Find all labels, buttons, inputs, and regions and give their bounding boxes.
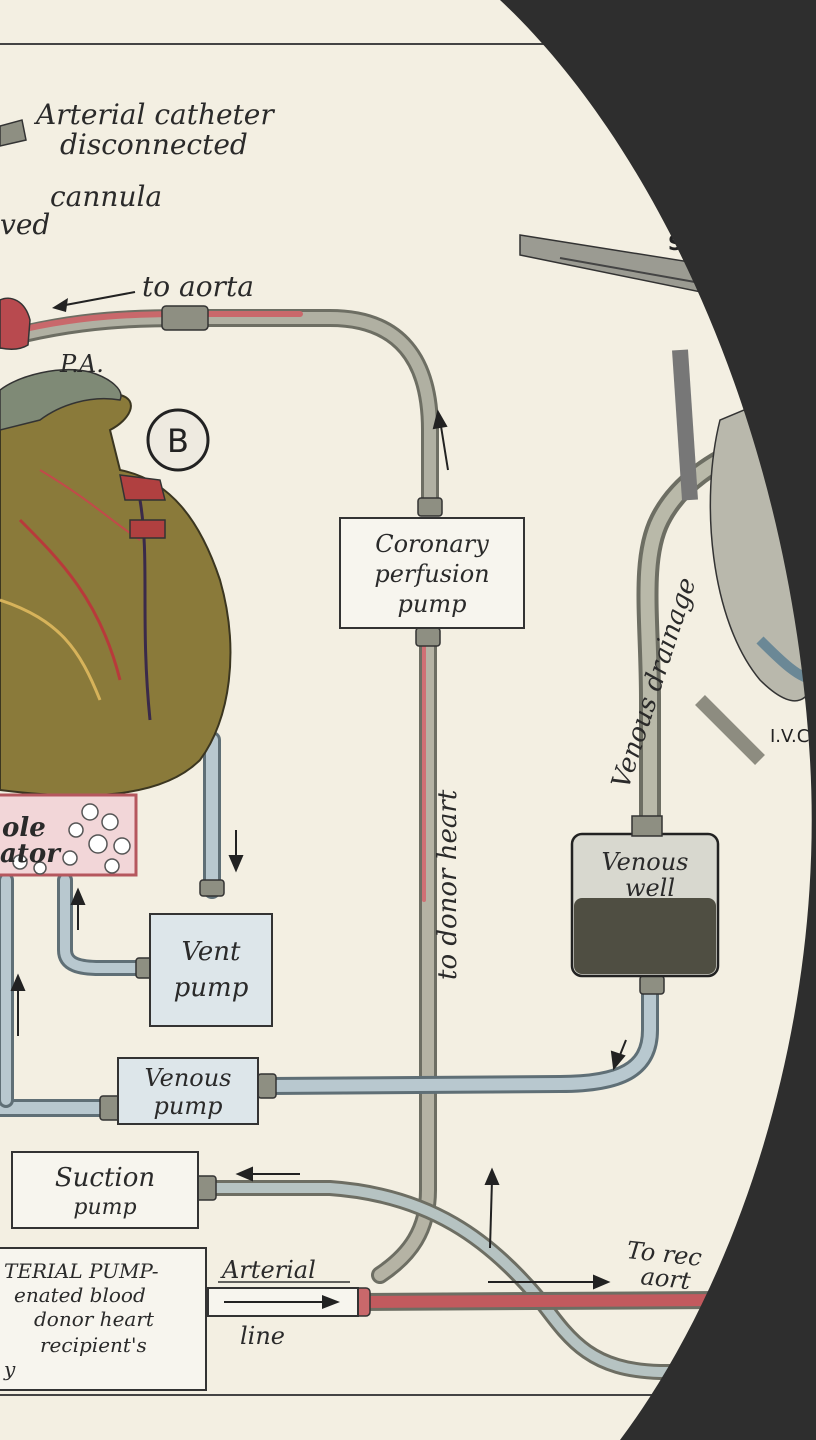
svg-text:pump: pump bbox=[154, 1092, 223, 1120]
svg-text:recipient's: recipient's bbox=[40, 1333, 147, 1357]
svg-text:pump: pump bbox=[174, 973, 249, 1003]
svg-text:Suction: Suction bbox=[55, 1163, 155, 1193]
ivc-label: I.V.C bbox=[770, 726, 809, 747]
oxygenator: ole ator bbox=[0, 795, 136, 875]
svg-text:y: y bbox=[3, 1357, 16, 1381]
cannula-label: cannula ved bbox=[0, 180, 162, 241]
arterial-pump-note: TERIAL PUMP- enated blood donor heart re… bbox=[0, 1248, 206, 1390]
arterial-line-label: Arterial line bbox=[208, 1256, 358, 1350]
svg-text:Venous: Venous bbox=[601, 848, 688, 876]
svg-text:ved: ved bbox=[0, 208, 50, 241]
svg-text:B: B bbox=[167, 422, 189, 460]
svg-text:TERIAL PUMP-: TERIAL PUMP- bbox=[4, 1259, 159, 1283]
coronary-perfusion-pump-box: Coronary perfusion pump bbox=[340, 518, 524, 628]
svg-text:Arterial: Arterial bbox=[220, 1256, 316, 1284]
svg-text:Vent: Vent bbox=[182, 937, 242, 967]
svg-text:perfusion: perfusion bbox=[374, 560, 489, 588]
donor-heart-illustration bbox=[0, 298, 230, 795]
figure-marker-b: B bbox=[148, 410, 208, 470]
svg-text:donor heart: donor heart bbox=[34, 1307, 155, 1331]
svg-text:pump: pump bbox=[73, 1195, 136, 1220]
svg-text:Arterial catheter: Arterial catheter bbox=[33, 98, 275, 131]
svg-text:aort: aort bbox=[639, 1262, 692, 1295]
suction-pump-box: Suction pump bbox=[12, 1152, 198, 1228]
pa-label: P.A. bbox=[59, 350, 104, 378]
venous-pump-box: Venous pump bbox=[118, 1058, 258, 1124]
to-donor-heart-label: to donor heart bbox=[433, 789, 463, 980]
svg-text:to aorta: to aorta bbox=[142, 270, 254, 303]
svg-text:well: well bbox=[625, 874, 675, 902]
to-recipient-aorta-label: To rec aort bbox=[625, 1236, 703, 1295]
svg-text:to donor heart: to donor heart bbox=[433, 789, 463, 980]
svg-text:Venous: Venous bbox=[144, 1064, 231, 1092]
venous-well: Venous well bbox=[572, 816, 718, 976]
arterial-catheter-label: Arterial catheter disconnected bbox=[0, 98, 275, 161]
vent-pump-box: Vent pump bbox=[150, 914, 272, 1026]
oxygenator-label-2: ator bbox=[0, 839, 62, 869]
to-aorta-label: to aorta bbox=[52, 270, 254, 312]
to-donor-heart-tube bbox=[380, 630, 428, 1275]
svg-text:disconnected: disconnected bbox=[60, 128, 248, 161]
svg-text:Coronary: Coronary bbox=[375, 530, 489, 558]
svg-text:enated blood: enated blood bbox=[14, 1283, 146, 1307]
svg-text:pump: pump bbox=[398, 590, 467, 618]
svg-text:cannula: cannula bbox=[50, 180, 162, 213]
svg-text:line: line bbox=[240, 1322, 285, 1350]
